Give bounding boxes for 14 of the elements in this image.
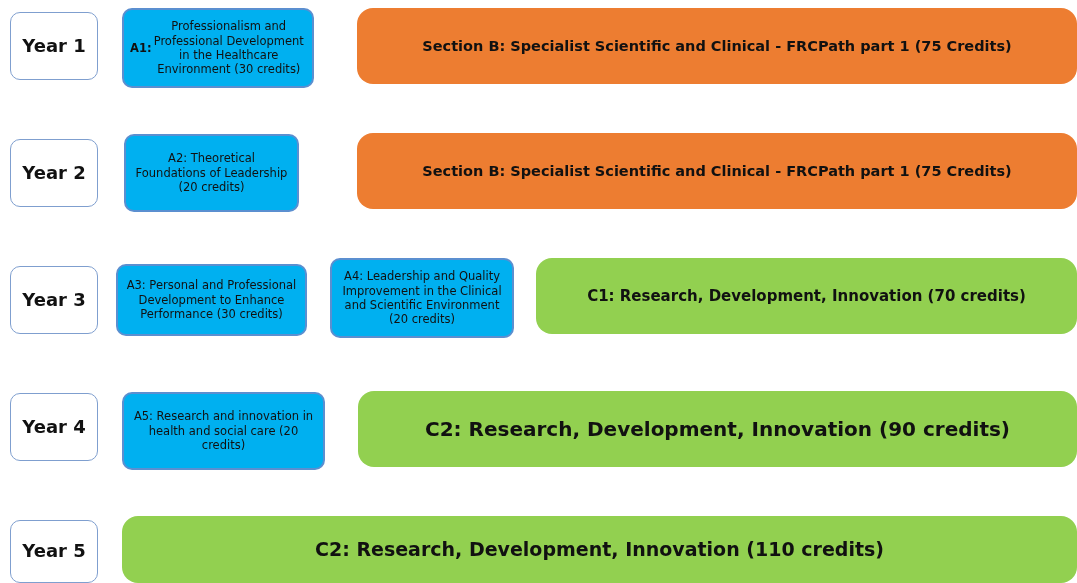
- year-label: Year 1: [10, 12, 98, 80]
- year-label: Year 4: [10, 393, 98, 461]
- section-box: Section B: Specialist Scientific and Clinical - FRCPath part 1 (75 Credits): [357, 133, 1077, 209]
- section-box: Section B: Specialist Scientific and Clinical - FRCPath part 1 (75 Credits): [357, 8, 1077, 84]
- module-box: A4: Leadership and Quality Improvement in the Clinical and Scientific Environment (20 credits): [330, 258, 514, 338]
- year-label: Year 2: [10, 139, 98, 207]
- year-label: Year 5: [10, 520, 98, 583]
- section-box: C2: Research, Development, Innovation (110 credits): [122, 516, 1077, 583]
- module-box: A5: Research and innovation in health and social care (20 credits): [122, 392, 325, 470]
- year-label: Year 3: [10, 266, 98, 334]
- module-box: A3: Personal and Professional Development to Enhance Performance (30 credits): [116, 264, 307, 336]
- section-box: C2: Research, Development, Innovation (90 credits): [358, 391, 1077, 467]
- module-box: A2: Theoretical Foundations of Leadership (20 credits): [124, 134, 299, 212]
- section-box: C1: Research, Development, Innovation (70 credits): [536, 258, 1077, 334]
